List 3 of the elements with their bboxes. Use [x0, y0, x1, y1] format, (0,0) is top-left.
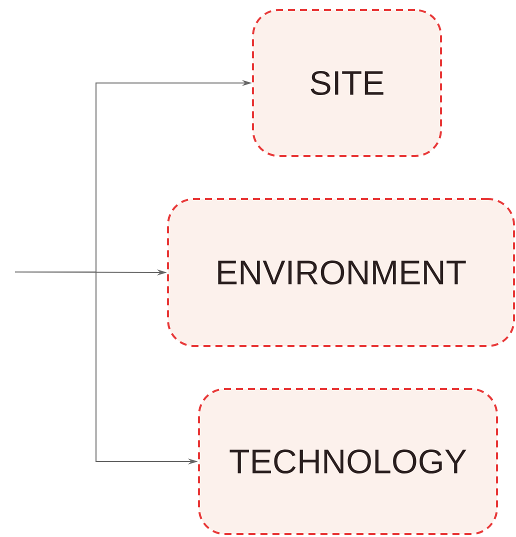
rounded-box: SITE [252, 9, 442, 157]
rounded-box: TECHNOLOGY [198, 388, 498, 535]
rounded-box: ENVIRONMENT [167, 198, 515, 347]
